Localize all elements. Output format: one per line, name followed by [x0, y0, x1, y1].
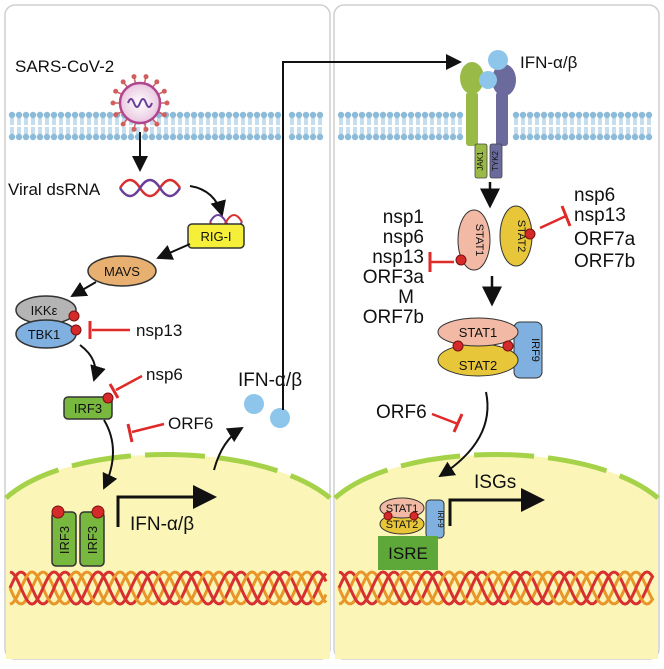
jak1-label: JAK1	[476, 151, 485, 171]
irf3-label: IRF3	[74, 401, 102, 416]
nuc-stat2-label: STAT2	[386, 519, 419, 531]
tbk1-label: TBK1	[28, 327, 61, 342]
stat1-label: STAT1	[473, 224, 485, 257]
nsp13-label: nsp13	[136, 321, 182, 340]
right-cell-membrane	[337, 111, 653, 141]
orf6-label-right: ORF6	[376, 402, 427, 423]
arrow-rigi-to-mavs	[156, 243, 191, 260]
mavs-protein: MAVS	[87, 255, 157, 287]
ifn-gene-label: IFN-α/β	[130, 514, 194, 535]
ifn-molecule-2-icon	[270, 408, 290, 428]
irf3-dimer-label-a: IRF3	[57, 526, 72, 554]
dsrna-label: Viral dsRNA	[8, 180, 101, 199]
irf3-protein: IRF3	[63, 392, 114, 420]
nsp13-inhibition: nsp13	[88, 321, 182, 340]
complex-stat1-label: STAT1	[459, 325, 498, 340]
dsrna-icon	[118, 178, 182, 198]
ikke-label: IKKε	[31, 303, 58, 318]
left-inhibitor-item: nsp1	[383, 207, 424, 228]
left-inhibitor-item: M	[398, 287, 414, 308]
arrow-irf3-to-nucleus	[102, 419, 118, 490]
isgs-label: ISGs	[474, 472, 516, 493]
left-inhibitor-item: ORF3a	[363, 267, 425, 288]
arrow-complex-to-nucleus	[438, 391, 489, 478]
virus-icon	[110, 74, 170, 132]
left-dna-helix	[8, 570, 328, 606]
irf3-dimer-label-b: IRF3	[85, 526, 100, 554]
complex-irf9-label: IRF9	[529, 338, 541, 362]
mavs-label: MAVS	[104, 264, 140, 279]
complex-stat2-label: STAT2	[459, 358, 498, 373]
stat2-inhibitors: nsp6 nsp13 ORF7a ORF7b	[539, 185, 636, 272]
stat2-protein: STAT2	[499, 205, 536, 267]
arrow-tbk1-to-irf3	[79, 344, 106, 382]
right-inhibitor-item: nsp13	[574, 205, 626, 226]
arrow-ifn-transcription	[116, 485, 217, 527]
left-nucleus	[4, 452, 332, 659]
ifn-secreted-label: IFN-α/β	[238, 370, 302, 391]
nuclear-isgf3-complex: IRF9 STAT1 STAT2	[379, 497, 445, 539]
ifn-receptor: JAK1 TYK2	[460, 50, 516, 179]
ifn-molecule-1-icon	[244, 394, 264, 414]
stat1-inhibitors: nsp1 nsp6 nsp13 ORF3a M ORF7b	[363, 207, 454, 328]
left-inhibitor-item: nsp6	[383, 227, 424, 248]
rig-i-label: RIG-I	[200, 229, 231, 244]
right-dna-helix	[337, 570, 655, 606]
isre-element: ISRE	[378, 536, 438, 570]
arrow-ifn-secretion	[213, 426, 244, 471]
arrow-ifn-to-receptor	[282, 54, 462, 410]
left-inhibitor-item: nsp13	[372, 247, 424, 268]
rig-i-protein: RIG-I	[187, 214, 245, 249]
ikke-protein: IKKε	[15, 295, 80, 325]
tyk2-label: TYK2	[491, 150, 500, 171]
nuc-irf9-label: IRF9	[436, 510, 445, 528]
orf6-inhibition-right: ORF6	[376, 402, 464, 433]
tbk1-protein: TBK1	[15, 319, 82, 349]
isre-label: ISRE	[388, 544, 428, 563]
arrow-mavs-to-ikk	[70, 281, 97, 298]
right-inhibitor-item: nsp6	[574, 185, 615, 206]
nuc-stat1-label: STAT1	[386, 503, 419, 515]
right-inhibitor-item: ORF7a	[574, 229, 636, 250]
orf6-label-left: ORF6	[168, 414, 213, 433]
nsp6-inhibition: nsp6	[108, 365, 183, 399]
orf6-inhibition-left: ORF6	[126, 414, 213, 443]
right-inhibitor-item: ORF7b	[574, 251, 635, 272]
ifn-bound-icon	[488, 50, 508, 70]
virus-label: SARS-CoV-2	[15, 57, 114, 76]
stat1-protein: STAT1	[455, 209, 491, 271]
stat2-label: STAT2	[515, 220, 527, 253]
ifn-receptor-label: IFN-α/β	[520, 53, 578, 72]
arrow-isg-transcription	[448, 488, 545, 526]
left-inhibitor-item: ORF7b	[363, 307, 424, 328]
isgf3-complex: IRF9 STAT1 STAT2	[437, 317, 543, 379]
arrow-dsrna-to-rigi	[189, 185, 226, 217]
irf3-dimer: IRF3 IRF3	[51, 505, 105, 567]
nsp6-label: nsp6	[146, 365, 183, 384]
